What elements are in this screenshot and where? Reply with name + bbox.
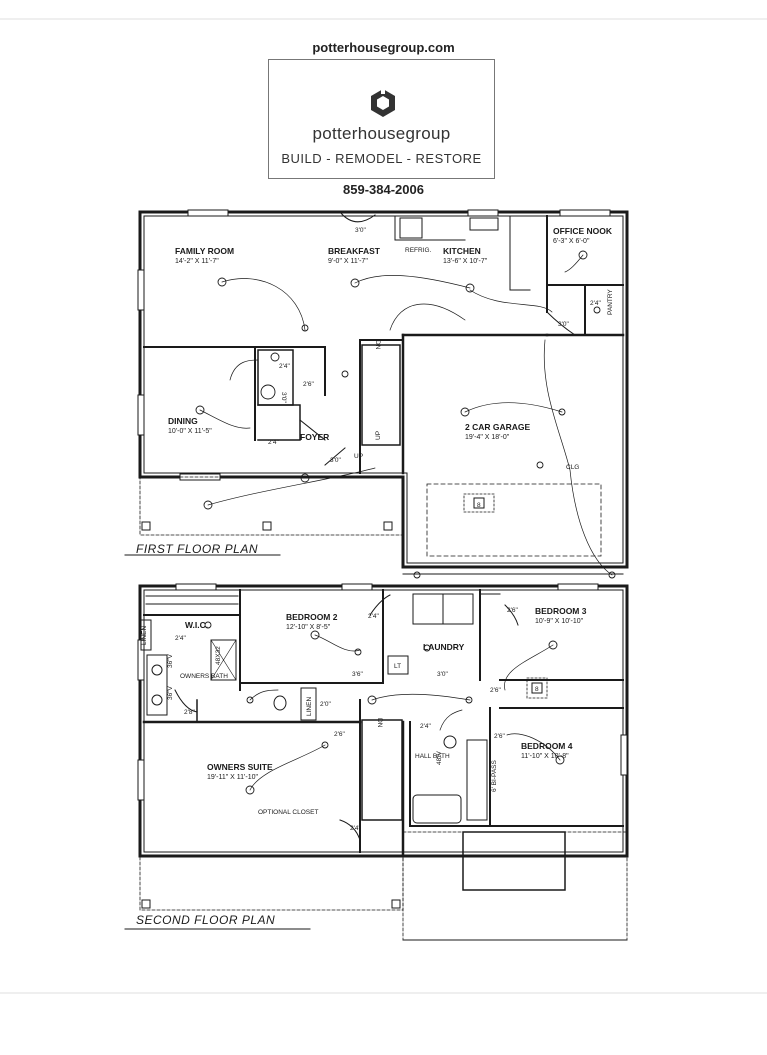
bedroom-2-dims: 12'-10" X 8'-5" (286, 624, 331, 631)
bedroom-2-label: BEDROOM 2 (286, 612, 338, 622)
door-linen: 2'0" (320, 701, 331, 708)
shower-size-label: 48X32 (215, 646, 222, 665)
family-room-label: FAMILY ROOM (175, 246, 234, 256)
second-floor-wiring (249, 634, 561, 791)
second-floor-title: SECOND FLOOR PLAN (136, 913, 275, 927)
door-powder-vanity: 3'0" (280, 392, 287, 403)
logo-box: potterhousegroup BUILD - REMODEL - RESTO… (268, 59, 495, 179)
first-floor-wiring (199, 254, 613, 576)
foyer-label: FOYER (300, 432, 329, 442)
door-closet-bed3: 2'6" (507, 607, 518, 614)
second-floor-walls (137, 583, 629, 941)
first-floor-title: FIRST FLOOR PLAN (136, 542, 258, 556)
bipass-closet-label: 6' BI-PASS (491, 760, 498, 792)
site-url: potterhousegroup.com (312, 40, 455, 55)
garage-box-label: 8 (477, 502, 481, 509)
first-floor-walls (137, 209, 629, 575)
door-closet-bed2: 2'4" (368, 613, 379, 620)
breakfast-label: BREAKFAST (328, 246, 381, 256)
kitchen-dims: 13'-6" X 10'-7" (443, 258, 488, 265)
scan-line-bottom (0, 992, 767, 994)
tagline: BUILD - REMODEL - RESTORE (281, 151, 482, 166)
optional-closet-label: OPTIONAL CLOSET (258, 809, 318, 816)
first-floor-labels: FAMILY ROOM 14'-2" X 11'-7" BREAKFAST 9'… (136, 226, 614, 556)
bedroom-4-label: BEDROOM 4 (521, 741, 573, 751)
linen-label-2: LINEN (306, 697, 313, 716)
brand-name: potterhousegroup (312, 124, 451, 143)
door-breakfast: 3'0" (355, 227, 366, 234)
door-wic: 2'4" (175, 635, 186, 642)
kitchen-label: KITCHEN (443, 246, 481, 256)
door-bed3: 2'6" (490, 687, 501, 694)
garage-clg-label: CLG (566, 464, 579, 471)
scan-line-top (0, 18, 767, 20)
laundry-tub-label: LT (394, 663, 401, 670)
door-bed2: 3'6" (352, 671, 363, 678)
dining-dims: 10'-0" X 11'-5" (168, 428, 212, 435)
first-floor-fixtures (195, 250, 616, 579)
stairs-down-label-2: DN (376, 718, 383, 728)
linen-label-1: LINEN (141, 626, 148, 645)
owners-suite-label: OWNERS SUITE (207, 762, 273, 772)
door-powder: 2'4" (279, 363, 290, 370)
second-floor-fixtures (204, 621, 565, 795)
door-laundry: 3'0" (437, 671, 448, 678)
door-hall-bath: 2'4" (420, 723, 431, 730)
door-garage: 3'0" (558, 321, 569, 328)
breakfast-dims: 9'-0" X 11'-7" (328, 258, 368, 265)
office-nook-dims: 6'-3" X 6'-0" (553, 238, 590, 245)
door-foyer: 2'6" (303, 381, 314, 388)
bedroom-3-label: BEDROOM 3 (535, 606, 587, 616)
pantry-label: PANTRY (607, 289, 614, 315)
dining-label: DINING (168, 416, 198, 426)
door-pantry: 2'4" (590, 300, 601, 307)
vanity-48: 48"V (436, 750, 443, 765)
owners-suite-dims: 19'-11" X 11'-10" (207, 774, 258, 781)
stairs-up-label: UP (375, 431, 382, 440)
vanity-36-2: 36"V (167, 685, 174, 700)
refrigerator-label: REFRIG. (405, 247, 432, 254)
door-optional-closet: 2'4" (350, 825, 361, 832)
phone-number: 859-384-2006 (343, 182, 424, 197)
hall-bath-label: HALL BATH (415, 753, 450, 760)
owners-bath-label: OWNERS BATH (180, 673, 228, 680)
stairs-down-label: DN (374, 340, 381, 350)
vanity-36-1: 36"V (167, 653, 174, 668)
garage-label: 2 CAR GARAGE (465, 422, 531, 432)
door-bed4: 2'6" (494, 733, 505, 740)
door-front: 3'0" (330, 457, 341, 464)
second-floor-labels: W.I.C. BEDROOM 2 12'-10" X 8'-5" LAUNDRY… (136, 606, 587, 927)
laundry-label: LAUNDRY (423, 642, 465, 652)
door-closet: 2'4" (268, 439, 279, 446)
office-nook-label: OFFICE NOOK (553, 226, 613, 236)
door-suite: 2'6" (334, 731, 345, 738)
wic-label: W.I.C. (185, 620, 208, 630)
hexagon-logo-icon (371, 88, 395, 117)
family-room-dims: 14'-2" X 11'-7" (175, 258, 219, 265)
bedroom-4-dims: 11'-10" X 10'-8" (521, 753, 569, 760)
garage-dims: 19'-4" X 18'-0" (465, 434, 510, 441)
bedroom-3-dims: 10'-9" X 10'-10" (535, 618, 584, 625)
door-owners-bath: 2'8" (184, 709, 195, 716)
stairs-up-label-2: UP (354, 453, 363, 460)
bedroom-3-box-label: 8 (535, 686, 539, 693)
